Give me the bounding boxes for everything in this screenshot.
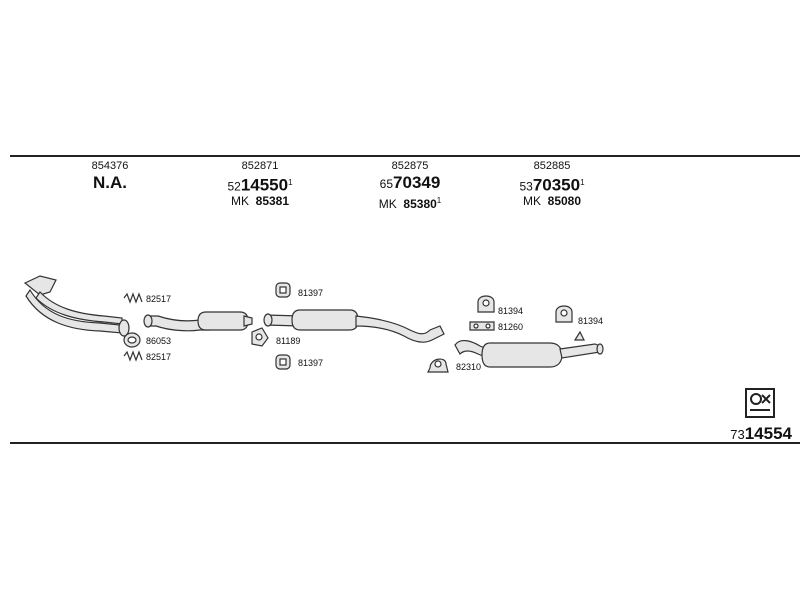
part-label-81397-top: 81397 <box>298 288 323 298</box>
spring-82517-top-part <box>123 292 143 304</box>
part-column-1: 854376 N.A. <box>70 160 150 193</box>
part-label-81189: 81189 <box>276 336 300 346</box>
hanger-81394-left-part <box>477 295 495 313</box>
column-primary-code: 6570349 <box>379 173 441 192</box>
column-secondary-code: MK 85381 <box>230 194 290 208</box>
part-label-82517-top: 82517 <box>146 294 171 304</box>
spring-82517-bottom-part <box>123 350 143 362</box>
column-primary-code: 53703501 <box>519 175 585 195</box>
bottom-divider-line <box>10 442 800 444</box>
gasket-86053-part <box>123 332 141 348</box>
catalogue-logo-icon <box>745 388 775 418</box>
column-primary-code: 52145501 <box>227 175 293 195</box>
hanger-81397-bottom-part <box>275 354 291 370</box>
column-part-number: 852875 <box>391 160 429 172</box>
column-part-number: 852885 <box>533 160 571 172</box>
column-secondary-code: MK 853801 <box>378 196 442 211</box>
part-column-2: 852871 52145501 MK 85381 <box>205 160 315 209</box>
part-label-81394-left: 81394 <box>498 306 523 316</box>
column-primary-code: N.A. <box>93 173 127 192</box>
hanger-81394-right-part <box>555 305 573 323</box>
part-column-3: 852875 6570349 MK 853801 <box>355 160 465 211</box>
part-label-82517-bottom: 82517 <box>146 352 171 362</box>
clamp-82310-part <box>427 358 449 373</box>
catalytic-converter-part <box>143 311 253 332</box>
part-label-86053: 86053 <box>146 336 171 346</box>
part-column-4: 852885 53703501 MK 85080 <box>497 160 607 209</box>
column-part-number: 854376 <box>91 160 129 172</box>
reference-code: 7314554 <box>730 424 792 443</box>
column-secondary-code: MK 85080 <box>522 194 582 208</box>
middle-silencer-part <box>263 309 445 343</box>
top-divider-line <box>10 155 800 157</box>
hanger-81397-top-part <box>275 282 291 298</box>
column-part-number: 852871 <box>241 160 279 172</box>
part-label-82310: 82310 <box>456 362 481 372</box>
front-downpipe-part <box>23 275 130 337</box>
part-label-81260: 81260 <box>498 322 523 332</box>
rubber-81260-part <box>469 321 495 331</box>
rear-silencer-part <box>454 330 604 368</box>
part-label-81394-right: 81394 <box>578 316 603 326</box>
gasket-81189-part <box>251 327 269 347</box>
part-label-81397-bottom: 81397 <box>298 358 323 368</box>
logo-glyph-icon <box>750 393 771 411</box>
